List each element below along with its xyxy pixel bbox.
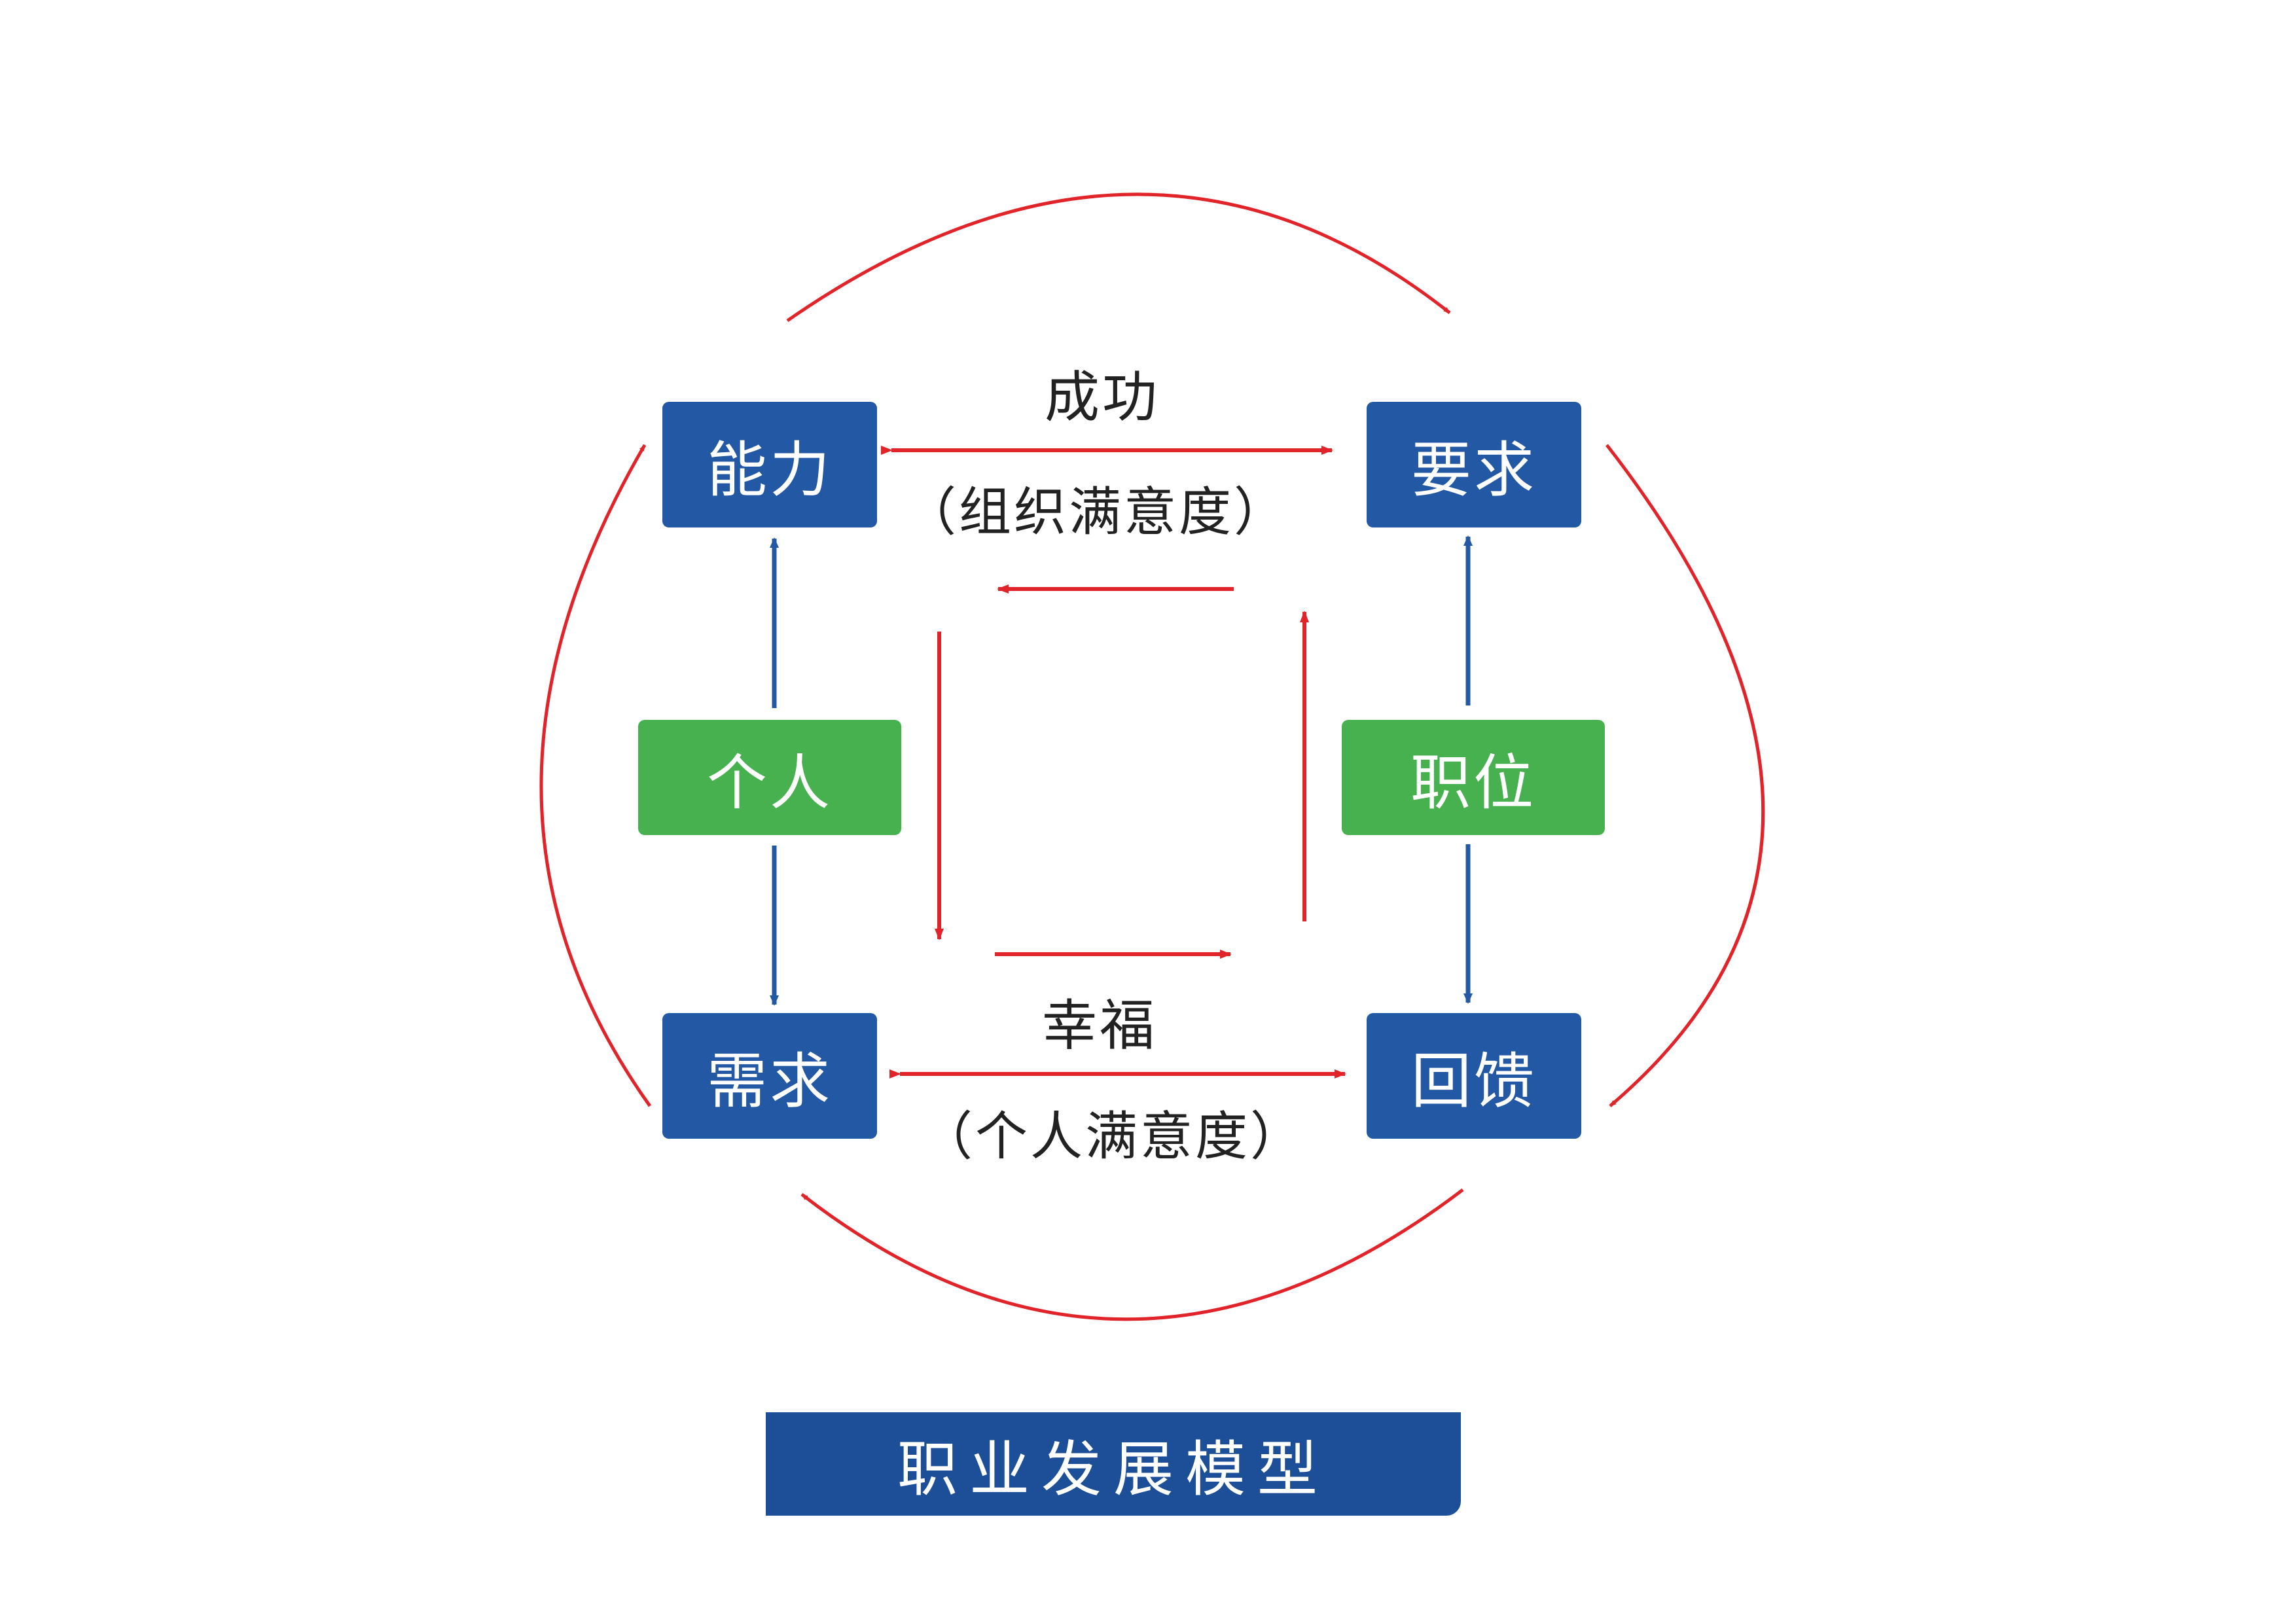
node-ability-label: 能力 [706,435,833,505]
diagram-title: 职业发展模型 [897,1434,1329,1505]
node-need: 需求 [662,1013,877,1139]
node-position: 职位 [1342,720,1605,835]
label-success: 成功 [1044,365,1160,429]
node-requirement: 要求 [1367,402,1581,527]
node-individual-label: 个人 [706,747,833,818]
label-happiness: 幸福 [1041,993,1158,1058]
node-ability: 能力 [662,402,877,527]
node-feedback-label: 回馈 [1410,1046,1537,1116]
node-individual: 个人 [638,720,901,835]
node-feedback: 回馈 [1367,1013,1581,1139]
outer-arc-left [539,444,652,1107]
label-org-satisfaction: （组织满意度） [904,482,1289,543]
node-position-label: 职位 [1410,747,1536,818]
node-need-label: 需求 [706,1046,833,1116]
node-requirement-label: 要求 [1410,435,1537,505]
outer-arc-bottom [800,1188,1464,1321]
diagram-title-bar: 职业发展模型 [766,1412,1461,1516]
label-personal-satisfaction: （个人满意度） [920,1106,1305,1167]
outer-arc-right [1605,444,1765,1107]
outer-arc-top [786,192,1451,323]
